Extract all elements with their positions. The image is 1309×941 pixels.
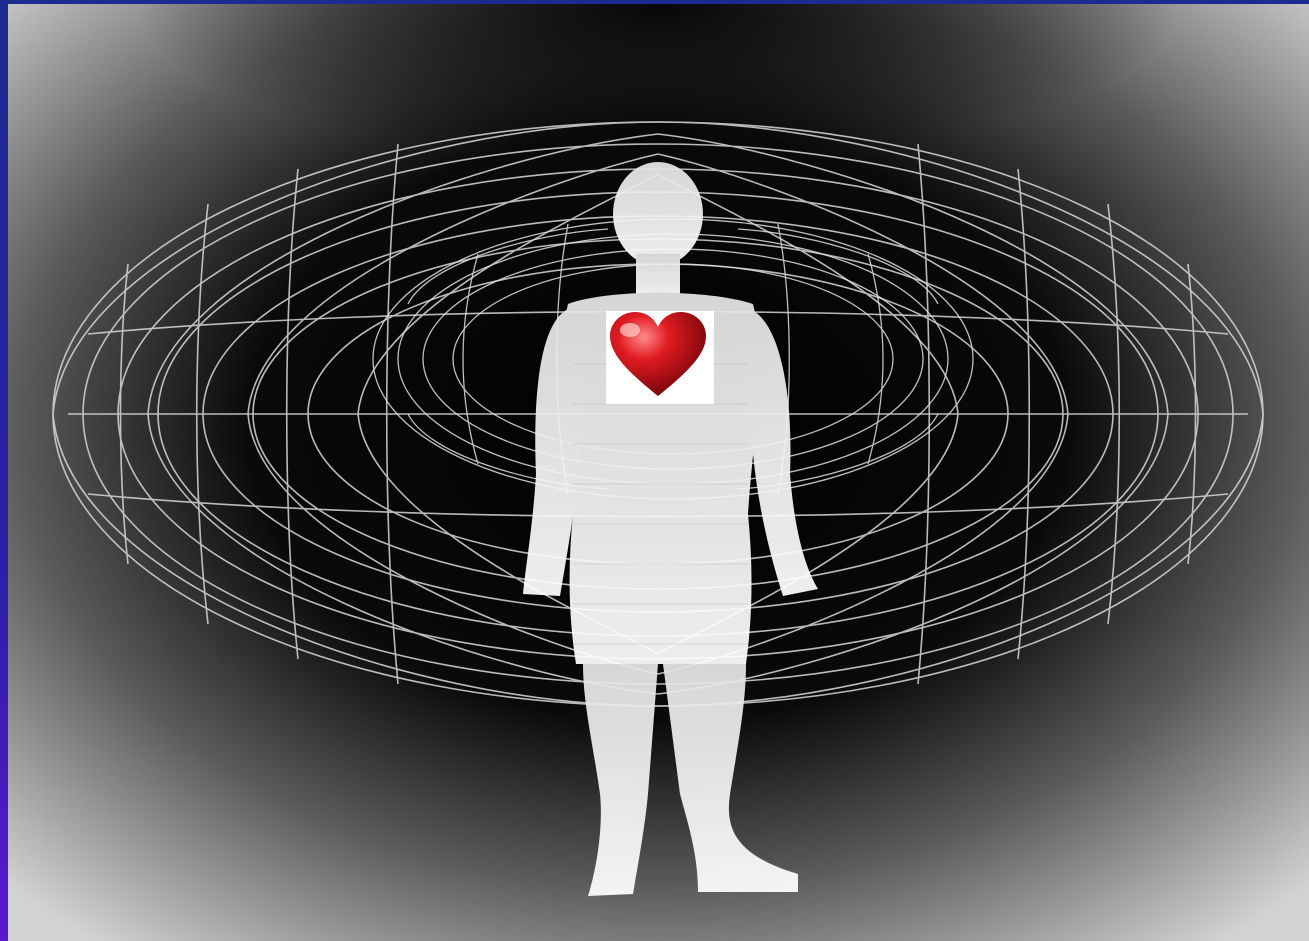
heart-highlight (620, 323, 640, 337)
figure-head (613, 162, 703, 266)
illustration (8, 4, 1309, 941)
figure-neck (636, 254, 680, 294)
illustration-frame (8, 4, 1309, 941)
